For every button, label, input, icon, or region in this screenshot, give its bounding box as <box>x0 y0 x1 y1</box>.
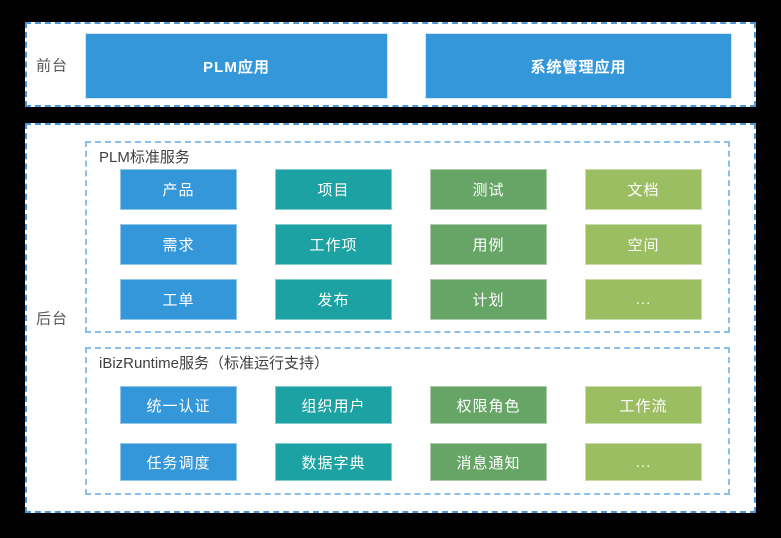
service-box-test: 测试 <box>430 169 547 210</box>
system-admin-app-box: 系统管理应用 <box>425 33 732 99</box>
plm-standard-services-grid: 产品 项目 测试 文档 需求 工作项 用例 空间 工单 发布 计划 ... <box>120 169 702 320</box>
frontend-zone-label: 前台 <box>36 57 69 74</box>
service-box-org-users: 组织用户 <box>275 386 392 424</box>
service-box-document: 文档 <box>585 169 702 210</box>
service-box-more-1: ... <box>585 279 702 320</box>
service-box-permission-roles: 权限角色 <box>430 386 547 424</box>
service-box-message-notify: 消息通知 <box>430 443 547 481</box>
service-box-workflow: 工作流 <box>585 386 702 424</box>
service-box-more-2: ... <box>585 443 702 481</box>
service-box-requirement: 需求 <box>120 224 237 265</box>
service-box-plan: 计划 <box>430 279 547 320</box>
plm-standard-services-group: PLM标准服务 产品 项目 测试 文档 需求 工作项 用例 空间 工单 发布 计… <box>85 141 730 333</box>
service-box-workitem: 工作项 <box>275 224 392 265</box>
service-box-project: 项目 <box>275 169 392 210</box>
ibizruntime-services-title: iBizRuntime服务（标准运行支持） <box>99 355 330 372</box>
plm-standard-services-title: PLM标准服务 <box>99 149 190 166</box>
service-box-usecase: 用例 <box>430 224 547 265</box>
backend-zone-label: 后台 <box>36 310 69 328</box>
backend-zone-panel: 后台 PLM标准服务 产品 项目 测试 文档 需求 工作项 用例 空间 工单 发… <box>25 123 756 513</box>
service-box-unified-auth: 统一认证 <box>120 386 237 424</box>
service-box-release: 发布 <box>275 279 392 320</box>
ibizruntime-services-group: iBizRuntime服务（标准运行支持） 统一认证 组织用户 权限角色 工作流… <box>85 347 730 495</box>
plm-app-box: PLM应用 <box>85 33 388 99</box>
service-box-data-dictionary: 数据字典 <box>275 443 392 481</box>
service-box-space: 空间 <box>585 224 702 265</box>
ibizruntime-services-grid: 统一认证 组织用户 权限角色 工作流 任务调度 数据字典 消息通知 ... <box>120 386 702 481</box>
service-box-task-scheduler: 任务调度 <box>120 443 237 481</box>
service-box-workorder: 工单 <box>120 279 237 320</box>
frontend-zone-panel: 前台 PLM应用 系统管理应用 <box>25 22 756 107</box>
service-box-product: 产品 <box>120 169 237 210</box>
